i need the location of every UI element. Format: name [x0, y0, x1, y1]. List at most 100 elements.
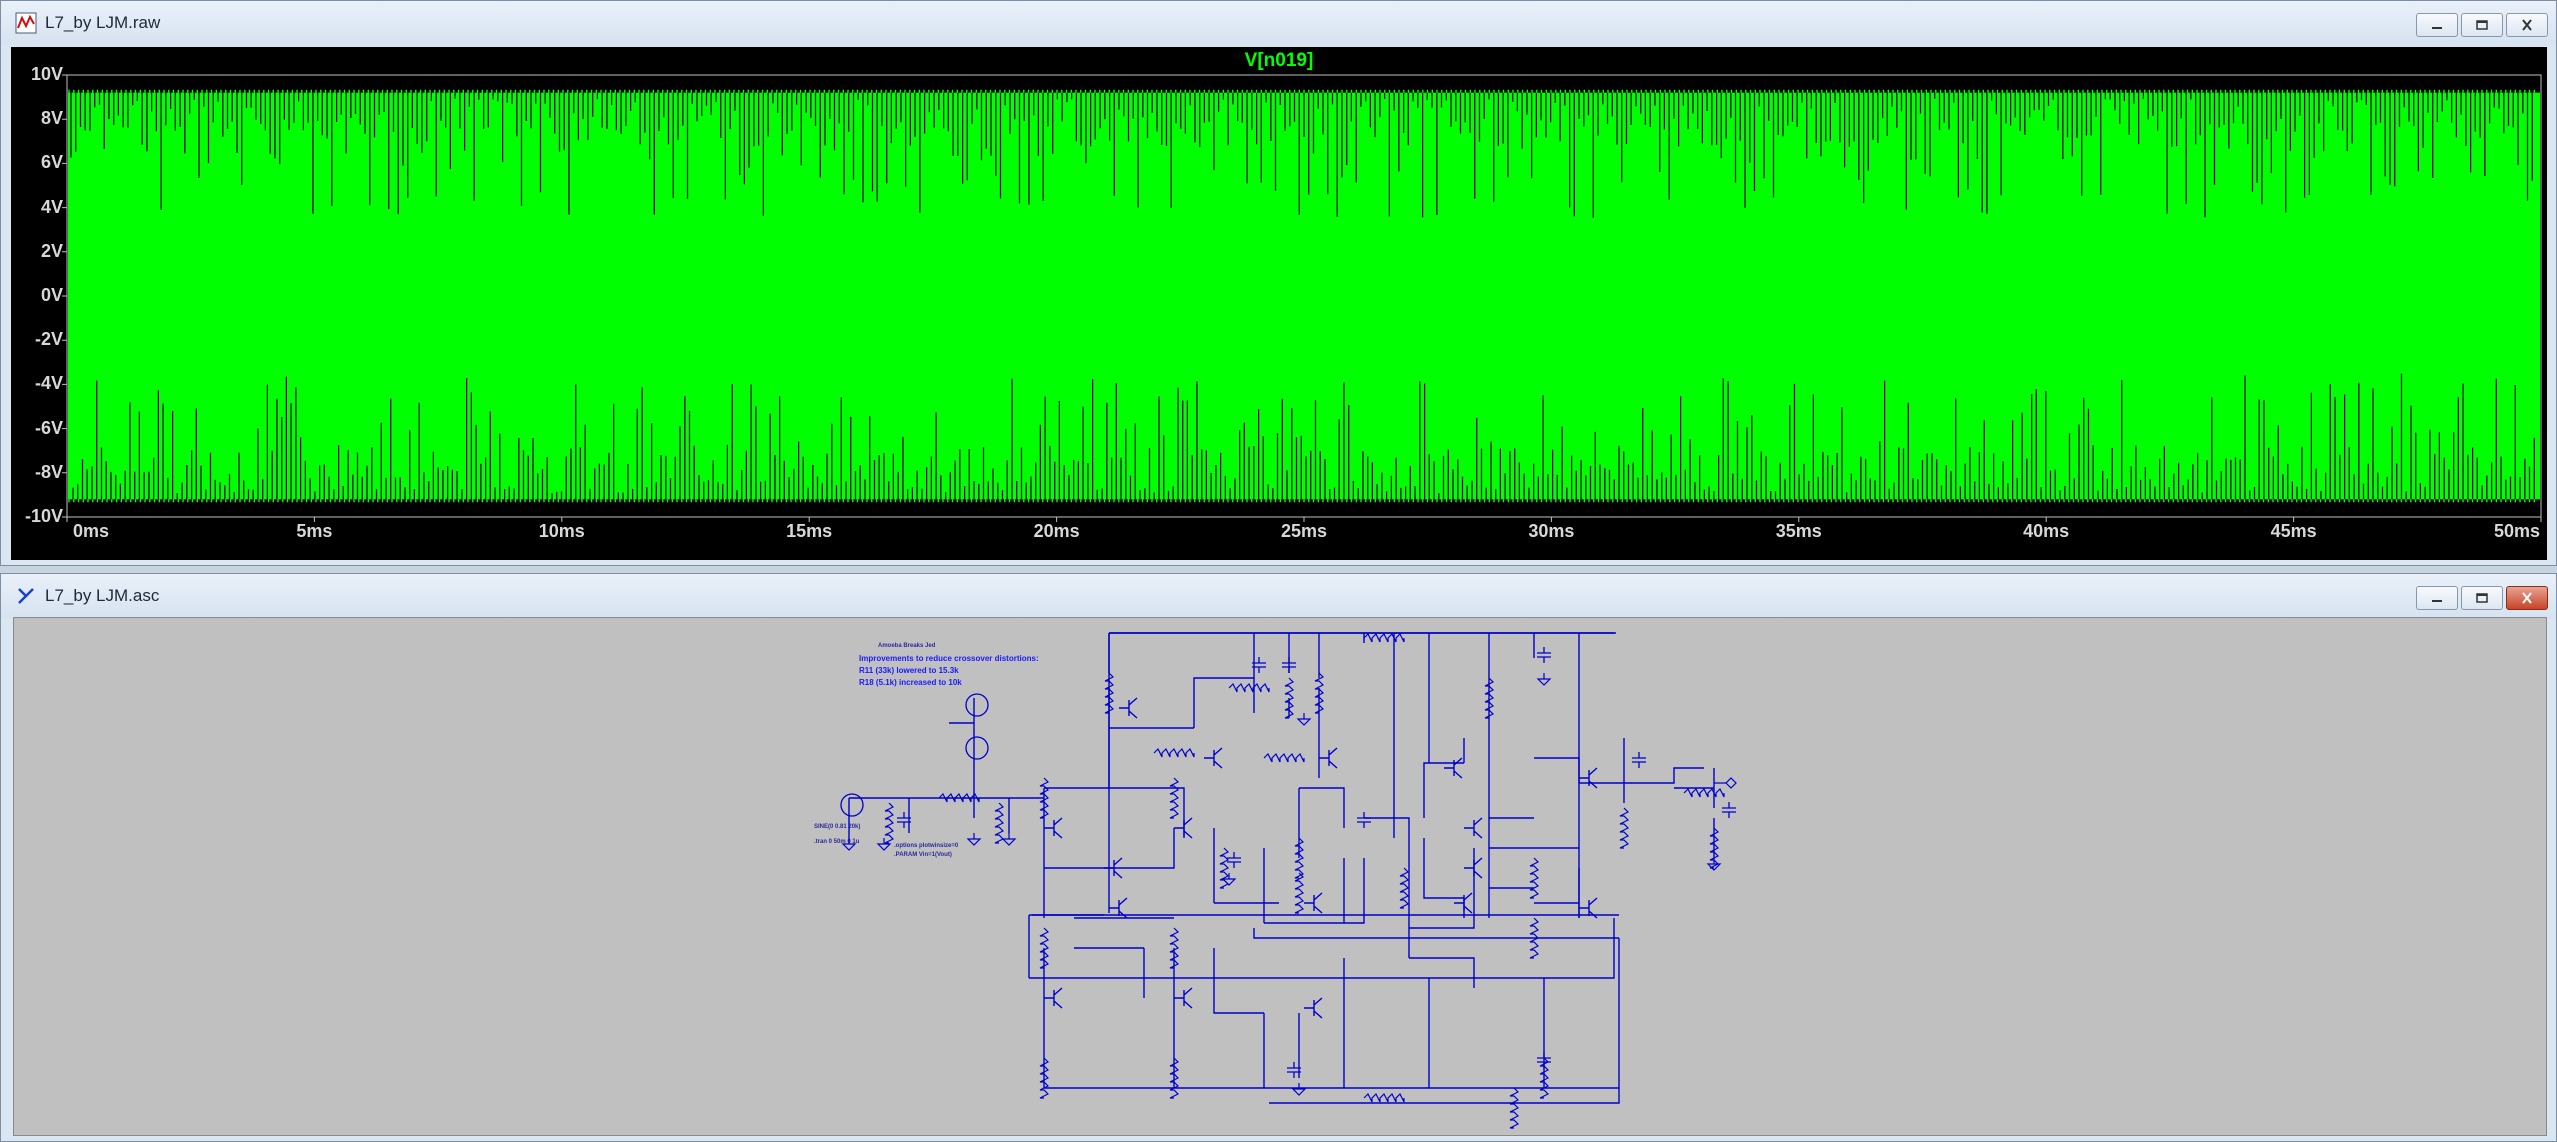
waveform-minimize-button[interactable]	[2416, 13, 2458, 37]
capacitor-c1[interactable]	[1252, 657, 1266, 673]
resistor-r28[interactable]	[1363, 1092, 1405, 1103]
resistor-r26[interactable]	[1509, 1087, 1520, 1129]
schematic-maximize-button[interactable]	[2461, 586, 2503, 610]
transistor-q12[interactable]	[1454, 892, 1473, 914]
resistor-r3[interactable]	[1039, 927, 1050, 969]
capacitor-c10[interactable]	[1722, 802, 1736, 818]
capacitor-c8[interactable]	[1537, 1052, 1551, 1068]
resistor-r18[interactable]	[1314, 672, 1325, 714]
resistor-r29[interactable]	[1228, 682, 1270, 693]
resistor-r23[interactable]	[1619, 807, 1630, 849]
resistor-r20[interactable]	[1529, 917, 1540, 959]
resistor-r17[interactable]	[1104, 672, 1115, 714]
resistor-r27[interactable]	[1539, 1057, 1550, 1099]
resistor-r11[interactable]	[994, 802, 1005, 844]
transistor-q3[interactable]	[1319, 747, 1338, 769]
wire[interactable]	[1533, 633, 1580, 918]
schematic-minimize-button[interactable]	[2416, 586, 2458, 610]
waveform-maximize-button[interactable]	[2461, 13, 2503, 37]
ground-g7[interactable]	[1536, 673, 1552, 686]
wire[interactable]	[1043, 728, 1185, 869]
resistor-r24[interactable]	[1683, 787, 1725, 798]
resistor-r19[interactable]	[1529, 857, 1540, 899]
wire[interactable]	[1028, 914, 1615, 979]
capacitor-c9[interactable]	[1632, 752, 1646, 768]
wire[interactable]	[1253, 928, 1619, 939]
transistor-q10[interactable]	[1464, 817, 1483, 839]
waveform-close-button[interactable]	[2506, 13, 2548, 37]
ground-g2[interactable]	[876, 838, 892, 851]
transistor-q4[interactable]	[1044, 817, 1063, 839]
wire[interactable]	[1269, 938, 1620, 1104]
resistor-r16[interactable]	[1153, 747, 1195, 758]
capacitor-c6[interactable]	[1227, 852, 1241, 868]
capacitor-c2[interactable]	[1282, 657, 1296, 673]
resistor-r7[interactable]	[1039, 1057, 1050, 1099]
wire[interactable]	[1043, 868, 1174, 919]
waveform-titlebar[interactable]: L7_by LJM.raw	[1, 1, 2556, 45]
resistor-r13[interactable]	[1294, 837, 1305, 879]
ground-g8[interactable]	[1706, 858, 1722, 871]
transistor-q6[interactable]	[1174, 817, 1193, 839]
wire[interactable]	[1534, 757, 1579, 904]
wire[interactable]	[1408, 928, 1545, 1088]
capacitor-c4[interactable]	[897, 812, 911, 828]
resistor-r15[interactable]	[1399, 867, 1410, 909]
wire[interactable]	[1074, 947, 1264, 1014]
wire[interactable]	[1263, 958, 1345, 1088]
transistor-q16[interactable]	[1579, 767, 1598, 789]
resistor-r5[interactable]	[1284, 677, 1295, 719]
output-port[interactable]	[1714, 777, 1737, 789]
wire[interactable]	[1578, 738, 1625, 918]
transistor-q8[interactable]	[1304, 892, 1323, 914]
capacitor-c7[interactable]	[1287, 1062, 1301, 1078]
resistor-r22[interactable]	[1363, 632, 1405, 643]
voltage-source-v2[interactable]	[965, 693, 989, 717]
transistor-q2[interactable]	[1204, 747, 1223, 769]
wire[interactable]	[1263, 848, 1365, 924]
transistor-q13[interactable]	[1044, 987, 1063, 1009]
wire[interactable]	[1114, 828, 1279, 904]
wire[interactable]	[1363, 633, 1490, 918]
wire[interactable]	[1423, 762, 1464, 899]
ground-g1[interactable]	[841, 838, 857, 851]
voltage-source-v1[interactable]	[840, 793, 864, 817]
transistor-q14[interactable]	[1174, 987, 1193, 1009]
trace-label[interactable]: V[n019]	[1244, 50, 1314, 71]
resistor-r9[interactable]	[938, 792, 980, 803]
transistor-q1[interactable]	[1119, 697, 1138, 719]
resistor-r6[interactable]	[1263, 752, 1305, 763]
resistor-r1[interactable]	[1039, 777, 1050, 819]
resistor-r10[interactable]	[884, 802, 895, 844]
wire[interactable]	[1108, 632, 1616, 913]
schematic-close-button[interactable]	[2506, 586, 2548, 610]
transistor-q7[interactable]	[1109, 897, 1128, 919]
wire[interactable]	[1253, 633, 1320, 778]
voltage-source-v3[interactable]	[965, 736, 989, 760]
resistor-r4[interactable]	[1169, 927, 1180, 969]
wire[interactable]	[1489, 817, 1579, 889]
wire[interactable]	[1108, 633, 1255, 729]
ground-g5[interactable]	[1221, 873, 1237, 886]
resistor-r25[interactable]	[1709, 827, 1720, 869]
ground-g9[interactable]	[1291, 1083, 1307, 1096]
wire[interactable]	[848, 768, 1044, 838]
wire[interactable]	[1043, 948, 1619, 1089]
capacitor-c3[interactable]	[1537, 647, 1551, 663]
resistor-r21[interactable]	[1484, 677, 1495, 719]
trace-v-n019[interactable]	[68, 92, 2540, 500]
ground-g3[interactable]	[966, 833, 982, 846]
transistor-q5[interactable]	[1104, 857, 1123, 879]
wire[interactable]	[949, 698, 975, 768]
resistor-r8[interactable]	[1169, 1057, 1180, 1099]
transistor-q11[interactable]	[1464, 857, 1483, 879]
wire[interactable]	[908, 798, 1010, 833]
waveform-plot[interactable]	[11, 47, 2547, 560]
schematic-drawing[interactable]	[14, 618, 2546, 1135]
schematic-canvas[interactable]: Amoeba Breaks Jed Improvements to reduce…	[13, 617, 2547, 1136]
resistor-r2[interactable]	[1169, 777, 1180, 819]
wire[interactable]	[1624, 767, 1714, 789]
transistor-q15[interactable]	[1304, 997, 1323, 1019]
capacitor-c5[interactable]	[1357, 812, 1371, 828]
